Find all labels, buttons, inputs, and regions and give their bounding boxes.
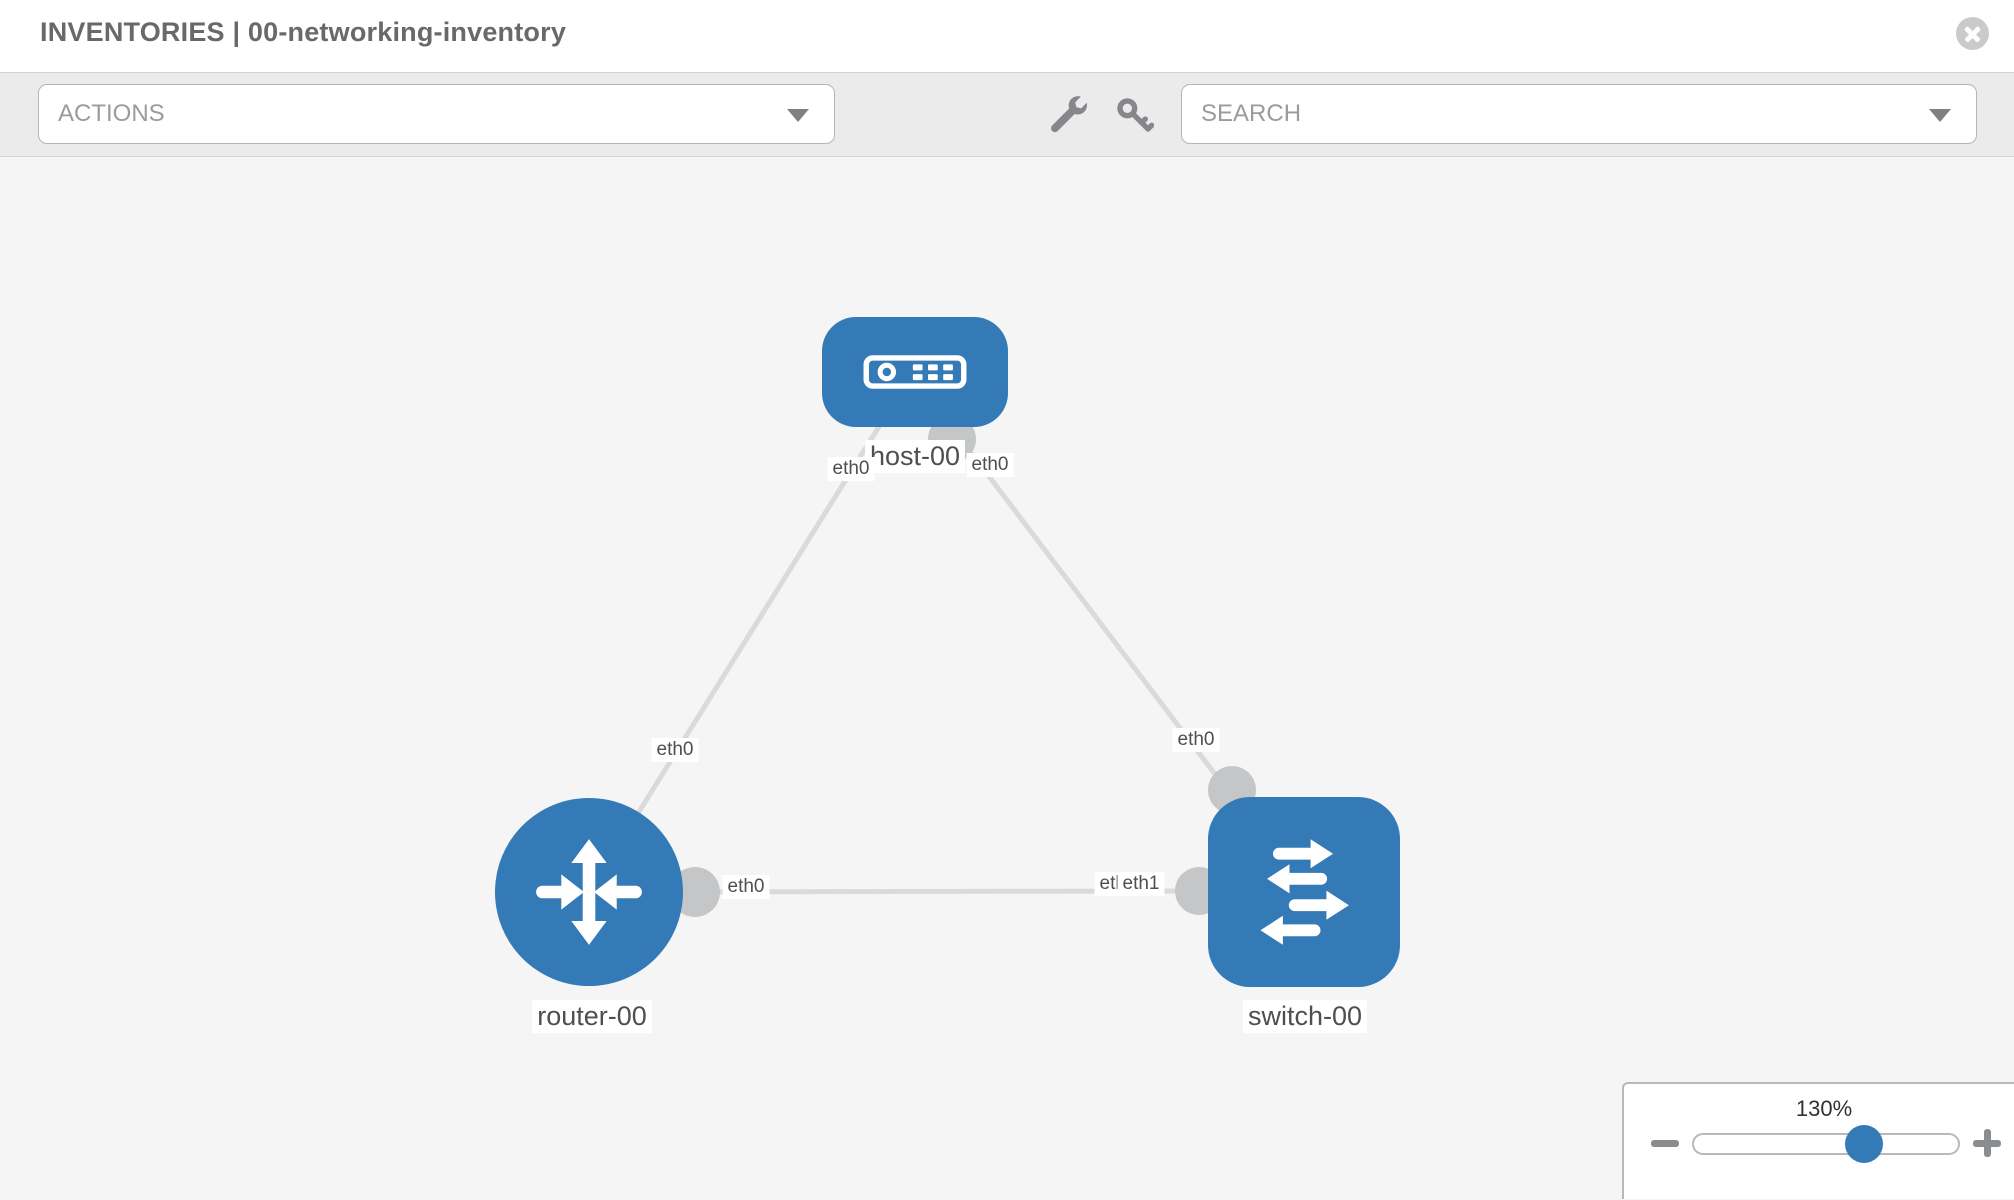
toolbar: ACTIONS SEARCH — [0, 72, 2014, 157]
iface-label-switch-to-router: eth1 — [1117, 872, 1165, 896]
node-router-00[interactable] — [495, 798, 683, 986]
iface-label-switch-to-host: eth0 — [1172, 728, 1220, 752]
interface-connector-router[interactable] — [670, 867, 720, 917]
host-server-icon — [863, 355, 967, 389]
node-host-00[interactable] — [822, 317, 1008, 427]
chevron-down-icon — [1929, 109, 1951, 122]
links-layer — [586, 415, 1256, 917]
chevron-down-icon — [787, 109, 809, 122]
router-icon — [536, 839, 642, 945]
iface-label-router-to-host: eth0 — [651, 738, 699, 762]
iface-label-router-to-switch: eth0 — [722, 875, 770, 899]
key-glyph — [1117, 98, 1155, 132]
zoom-in-plus-icon[interactable] — [1973, 1129, 2001, 1157]
node-label-host: host-00 — [864, 440, 966, 474]
actions-dropdown-label: ACTIONS — [58, 100, 165, 127]
zoom-panel: 130% — [1622, 1082, 2014, 1199]
search-dropdown[interactable]: SEARCH — [1181, 84, 1977, 144]
zoom-slider-thumb[interactable] — [1845, 1125, 1883, 1163]
search-dropdown-label: SEARCH — [1201, 100, 1302, 127]
topology-canvas[interactable]: host-00 router-00 switch-00 eth0 eth0 et… — [0, 157, 2014, 1199]
node-label-router: router-00 — [532, 1000, 652, 1034]
node-label-switch: switch-00 — [1242, 1000, 1368, 1034]
key-icon[interactable] — [1114, 95, 1155, 135]
page-title: INVENTORIES | 00-networking-inventory — [40, 17, 567, 47]
zoom-out-minus-icon[interactable] — [1651, 1140, 1679, 1147]
plus-bar — [1983, 1129, 1991, 1157]
wrench-icon[interactable] — [1050, 95, 1090, 135]
close-icon[interactable] — [1956, 17, 1989, 50]
iface-label-host-to-router: eth0 — [827, 457, 875, 481]
actions-dropdown[interactable]: ACTIONS — [38, 84, 835, 144]
switch-icon — [1260, 839, 1349, 945]
wrench-glyph — [1051, 96, 1087, 133]
zoom-slider-track[interactable] — [1692, 1133, 1960, 1155]
node-switch-00[interactable] — [1208, 797, 1400, 987]
zoom-percentage: 130% — [1795, 1096, 1853, 1121]
page-header: INVENTORIES | 00-networking-inventory — [0, 0, 2014, 72]
iface-label-host-to-switch: eth0 — [966, 453, 1014, 477]
